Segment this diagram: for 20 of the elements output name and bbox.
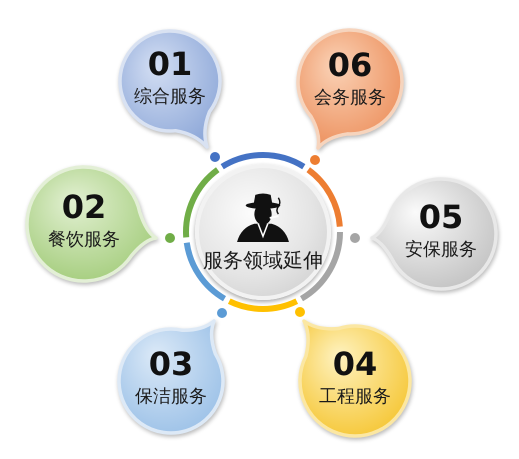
speech-bubble [23,163,160,285]
service-label: 保洁服务 [135,386,207,408]
speech-bubble [294,26,406,152]
service-label: 综合服务 [134,86,206,108]
step-number: 05 [418,200,464,234]
service-label: 安保服务 [405,238,477,260]
service-label: 会务服务 [314,86,386,108]
step-number: 04 [332,346,378,380]
speech-bubble [115,317,227,437]
step-number: 06 [328,48,372,82]
speech-bubble [116,27,224,151]
service-label: 工程服务 [319,386,391,408]
step-number: 01 [148,46,192,80]
step-number: 03 [148,346,194,380]
speech-bubble [368,175,500,293]
step-number: 02 [62,190,106,224]
speech-bubble [296,317,414,440]
hub-circle [195,164,331,300]
hub-label: 服务领域延伸 [203,248,323,272]
service-label: 餐饮服务 [48,228,120,250]
